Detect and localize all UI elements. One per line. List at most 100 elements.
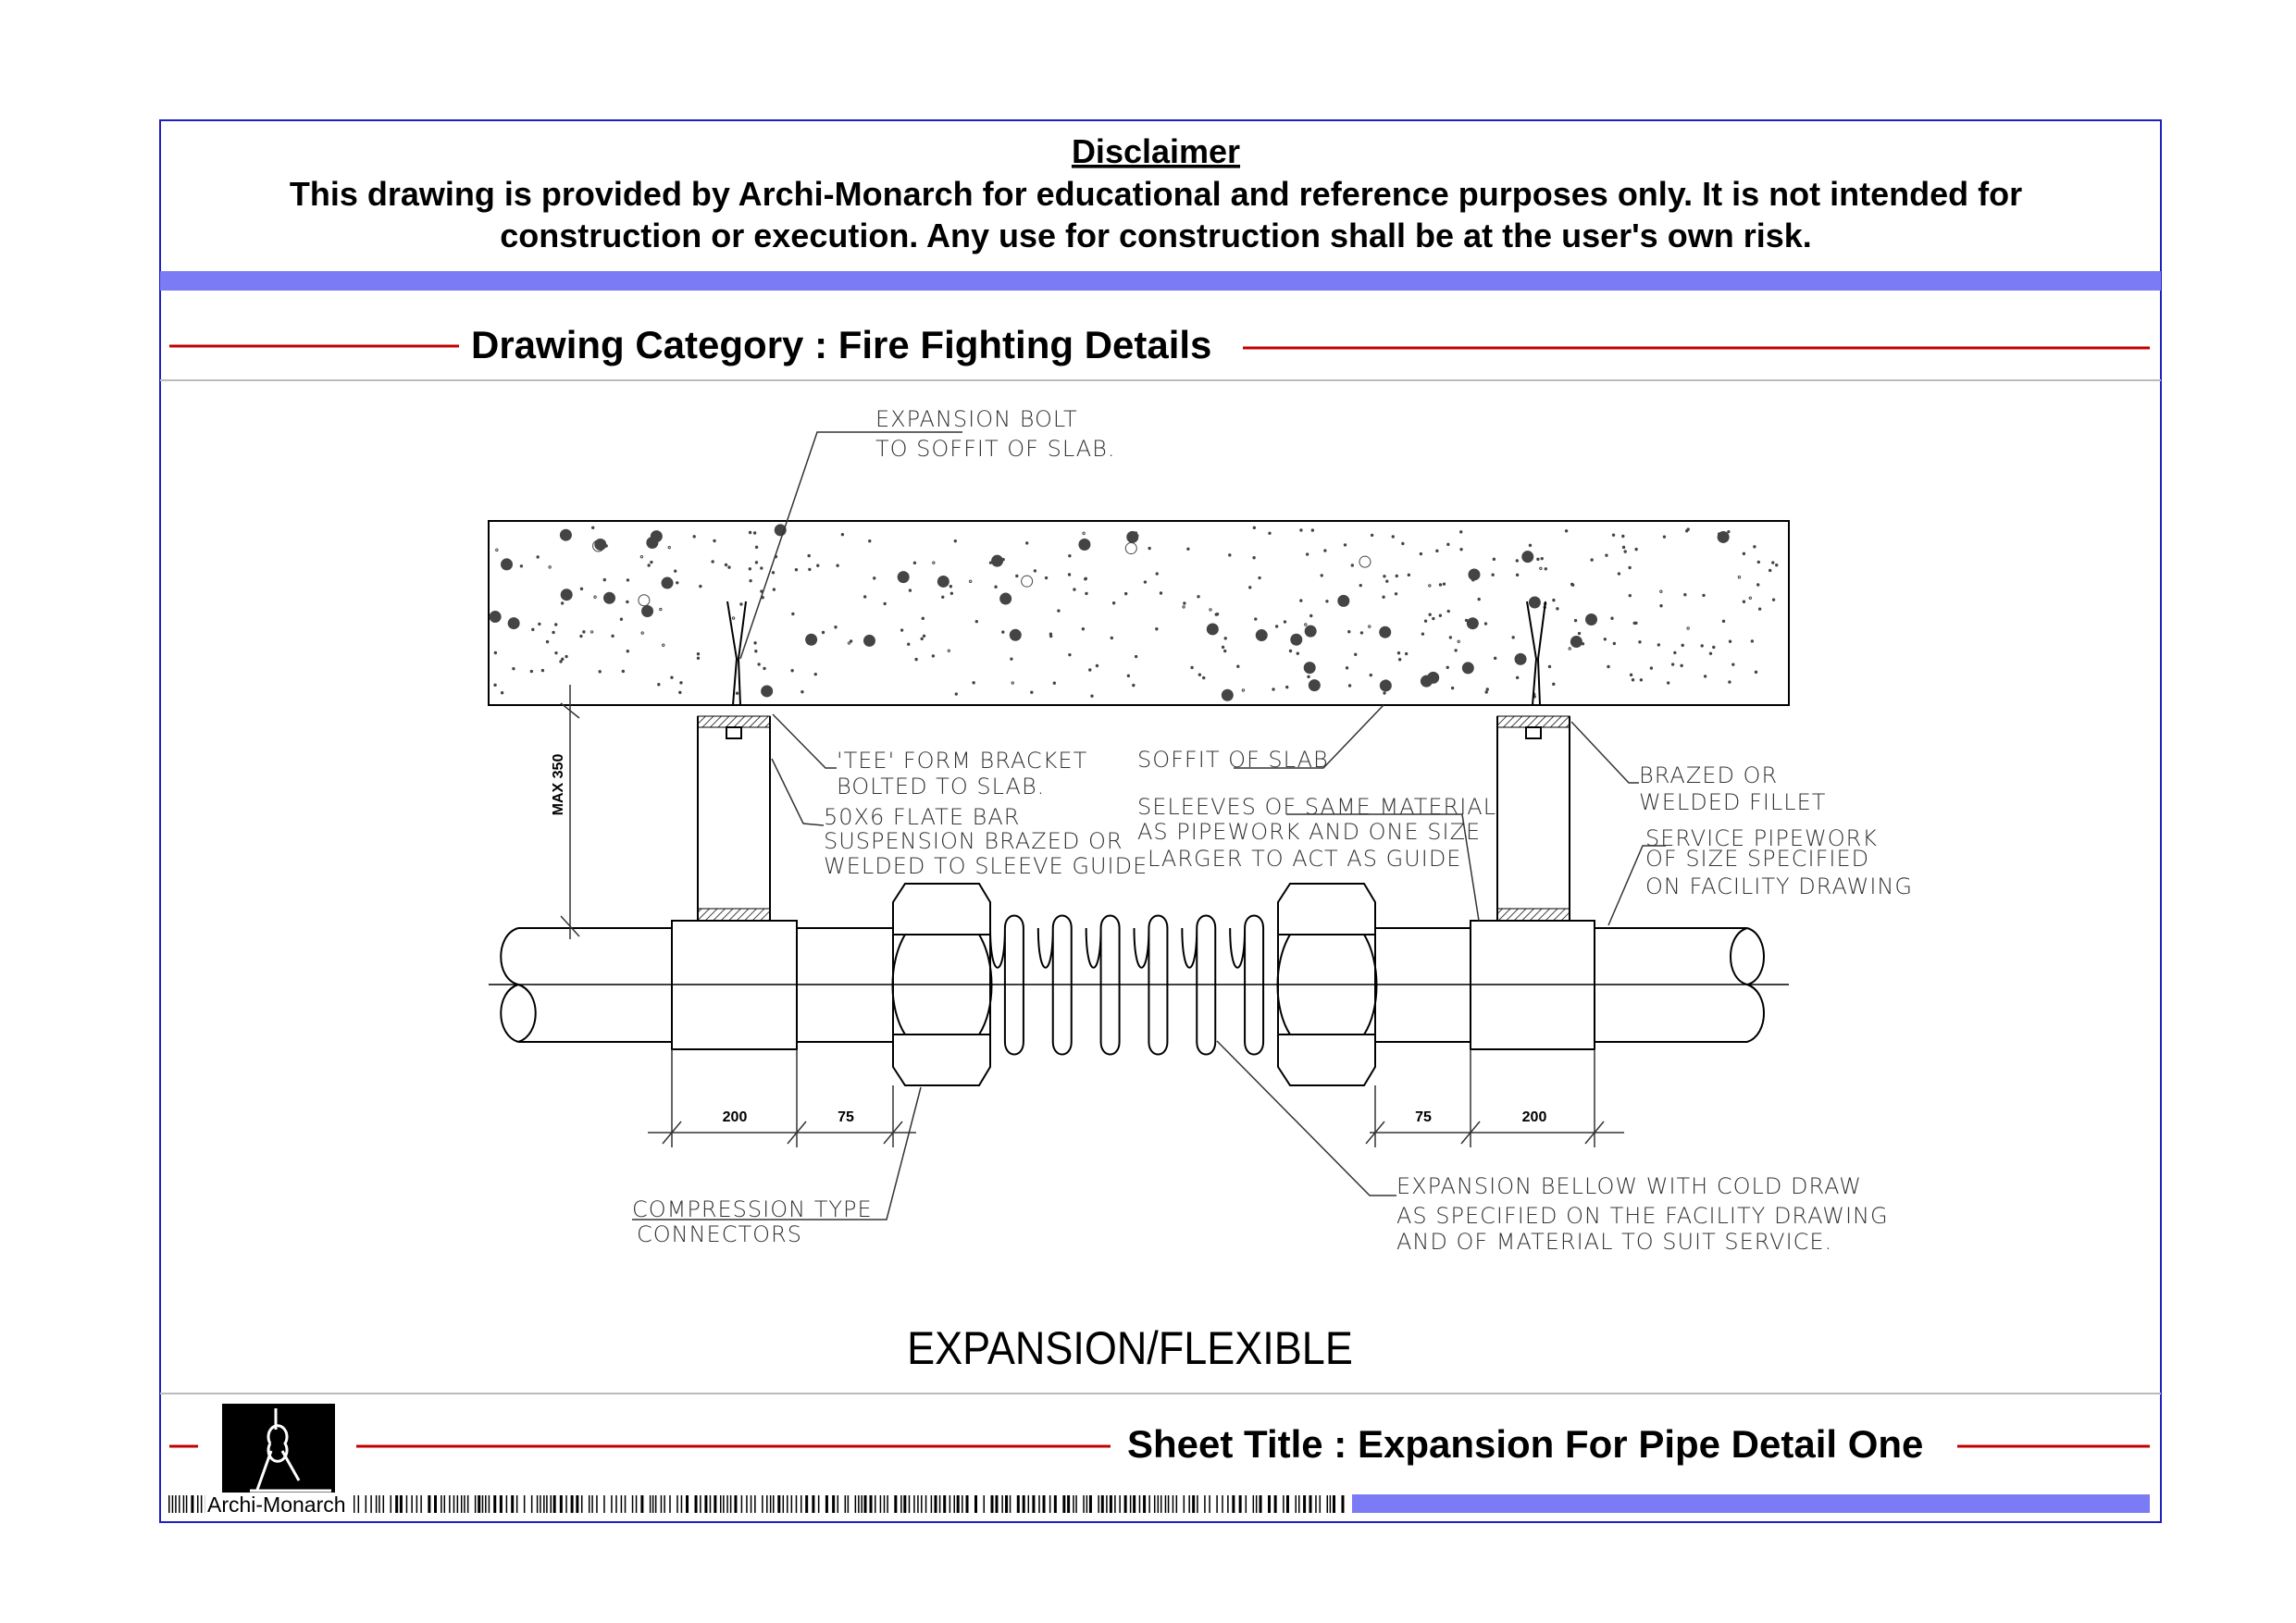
- concrete-aggregate: [1446, 609, 1450, 613]
- concrete-aggregate: [805, 633, 818, 646]
- concrete-aggregate: [1241, 688, 1246, 692]
- concrete-aggregate: [1466, 617, 1479, 630]
- concrete-aggregate: [1383, 575, 1386, 578]
- concrete-aggregate: [949, 591, 954, 595]
- barcode-bar: [546, 1495, 548, 1513]
- barcode-bar: [943, 1495, 947, 1513]
- barcode-bar: [416, 1495, 418, 1513]
- barcode-bar: [680, 1495, 683, 1513]
- concrete-aggregate: [699, 584, 702, 588]
- concrete-aggregate: [840, 532, 845, 537]
- concrete-aggregate: [1254, 617, 1258, 621]
- concrete-aggregate: [1639, 678, 1644, 682]
- barcode-bar: [1160, 1495, 1162, 1513]
- barcode-bar: [1245, 1495, 1247, 1513]
- sheet-border: [159, 119, 2162, 1523]
- concrete-aggregate: [1223, 637, 1227, 640]
- concrete-aggregate: [1123, 591, 1128, 596]
- concrete-aggregate: [761, 685, 774, 698]
- concrete-aggregate: [1547, 664, 1552, 669]
- barcode-bar: [1273, 1495, 1277, 1513]
- concrete-aggregate: [554, 650, 558, 655]
- concrete-aggregate: [1575, 642, 1579, 647]
- concrete-aggregate: [1670, 663, 1675, 666]
- barcode-bar: [1183, 1495, 1185, 1513]
- concrete-aggregate: [1632, 621, 1636, 626]
- concrete-aggregate: [1021, 575, 1034, 588]
- barcode-strip: [168, 1495, 1345, 1513]
- concrete-aggregate: [1420, 675, 1433, 688]
- concrete-aggregate: [1215, 613, 1220, 616]
- concrete-aggregate: [1742, 600, 1746, 603]
- barcode-bar: [854, 1495, 857, 1513]
- concrete-aggregate: [1288, 649, 1293, 653]
- concrete-aggregate: [1514, 652, 1527, 665]
- concrete-aggregate: [937, 575, 949, 588]
- concrete-aggregate: [650, 560, 653, 564]
- concrete-aggregate: [1085, 591, 1088, 596]
- concrete-aggregate: [602, 542, 605, 546]
- barcode-bar: [894, 1495, 898, 1513]
- barcode-bar: [769, 1495, 772, 1513]
- barcode-bar: [1100, 1495, 1104, 1513]
- concrete-aggregate: [1446, 542, 1450, 547]
- barcode-bar: [1027, 1495, 1030, 1513]
- concrete-aggregate: [1727, 529, 1731, 534]
- concrete-aggregate: [968, 579, 973, 584]
- concrete-aggregate: [763, 666, 766, 671]
- barcode-bar: [694, 1495, 698, 1513]
- concrete-aggregate: [1492, 557, 1496, 562]
- concrete-aggregate: [1728, 639, 1732, 643]
- note-brazed: BRAZED OR WELDED FILLET: [1639, 762, 1825, 815]
- barcode-bar: [654, 1495, 657, 1513]
- concrete-aggregate: [1111, 601, 1116, 605]
- concrete-aggregate: [1483, 622, 1488, 626]
- barcode-bar: [191, 1495, 194, 1513]
- svg-text:COMPRESSION TYPE: COMPRESSION TYPE: [632, 1196, 873, 1222]
- concrete-aggregate: [1033, 569, 1037, 573]
- barcode-bar: [353, 1495, 355, 1513]
- barcode-bar: [175, 1495, 177, 1513]
- concrete-aggregate: [679, 681, 683, 685]
- pipe: [489, 927, 1789, 1043]
- note-service-pipework: SERVICE PIPEWORK OF SIZE SPECIFIED ON FA…: [1645, 825, 1912, 899]
- concrete-aggregate: [834, 626, 838, 629]
- concrete-aggregate: [1379, 626, 1392, 638]
- barcode-bar: [1032, 1495, 1036, 1513]
- concrete-aggregate: [667, 545, 671, 550]
- concrete-aggregate: [1631, 678, 1635, 682]
- note-compression-connectors: COMPRESSION TYPE CONNECTORS: [632, 1196, 873, 1247]
- concrete-aggregate: [1423, 619, 1428, 623]
- concrete-aggregate: [920, 637, 924, 641]
- barcode-bar: [1053, 1495, 1057, 1513]
- barcode-bar: [631, 1495, 634, 1513]
- concrete-aggregate: [1756, 583, 1760, 587]
- concrete-aggregate: [1428, 613, 1432, 616]
- concrete-aggregate: [1182, 605, 1185, 609]
- concrete-aggregate: [1649, 666, 1654, 670]
- concrete-aggregate: [676, 581, 679, 585]
- concrete-aggregate: [507, 617, 520, 630]
- concrete-aggregate: [739, 602, 743, 606]
- concrete-aggregate: [500, 691, 504, 695]
- barcode-bar: [1062, 1495, 1066, 1513]
- disclaimer-line-2: construction or execution. Any use for c…: [500, 217, 1812, 254]
- concrete-aggregate: [1750, 639, 1755, 643]
- barcode-bar: [1016, 1495, 1020, 1513]
- concrete-aggregate: [1088, 668, 1092, 672]
- concrete-aggregate: [1308, 679, 1321, 692]
- concrete-aggregate: [493, 650, 498, 655]
- concrete-aggregate: [561, 657, 565, 662]
- concrete-aggregate: [991, 554, 1004, 567]
- concrete-aggregate: [900, 628, 904, 632]
- barcode-bar: [543, 1495, 545, 1513]
- svg-text:50X6 FLATE BAR: 50X6 FLATE BAR: [824, 804, 1020, 830]
- barcode-bar: [588, 1495, 590, 1513]
- barcode-bar: [603, 1495, 605, 1513]
- barcode-bar: [740, 1495, 743, 1513]
- concrete-aggregate: [1621, 545, 1626, 550]
- barcode-bar: [766, 1495, 768, 1513]
- concrete-aggregate: [1359, 555, 1371, 568]
- barcode-bar: [515, 1495, 518, 1513]
